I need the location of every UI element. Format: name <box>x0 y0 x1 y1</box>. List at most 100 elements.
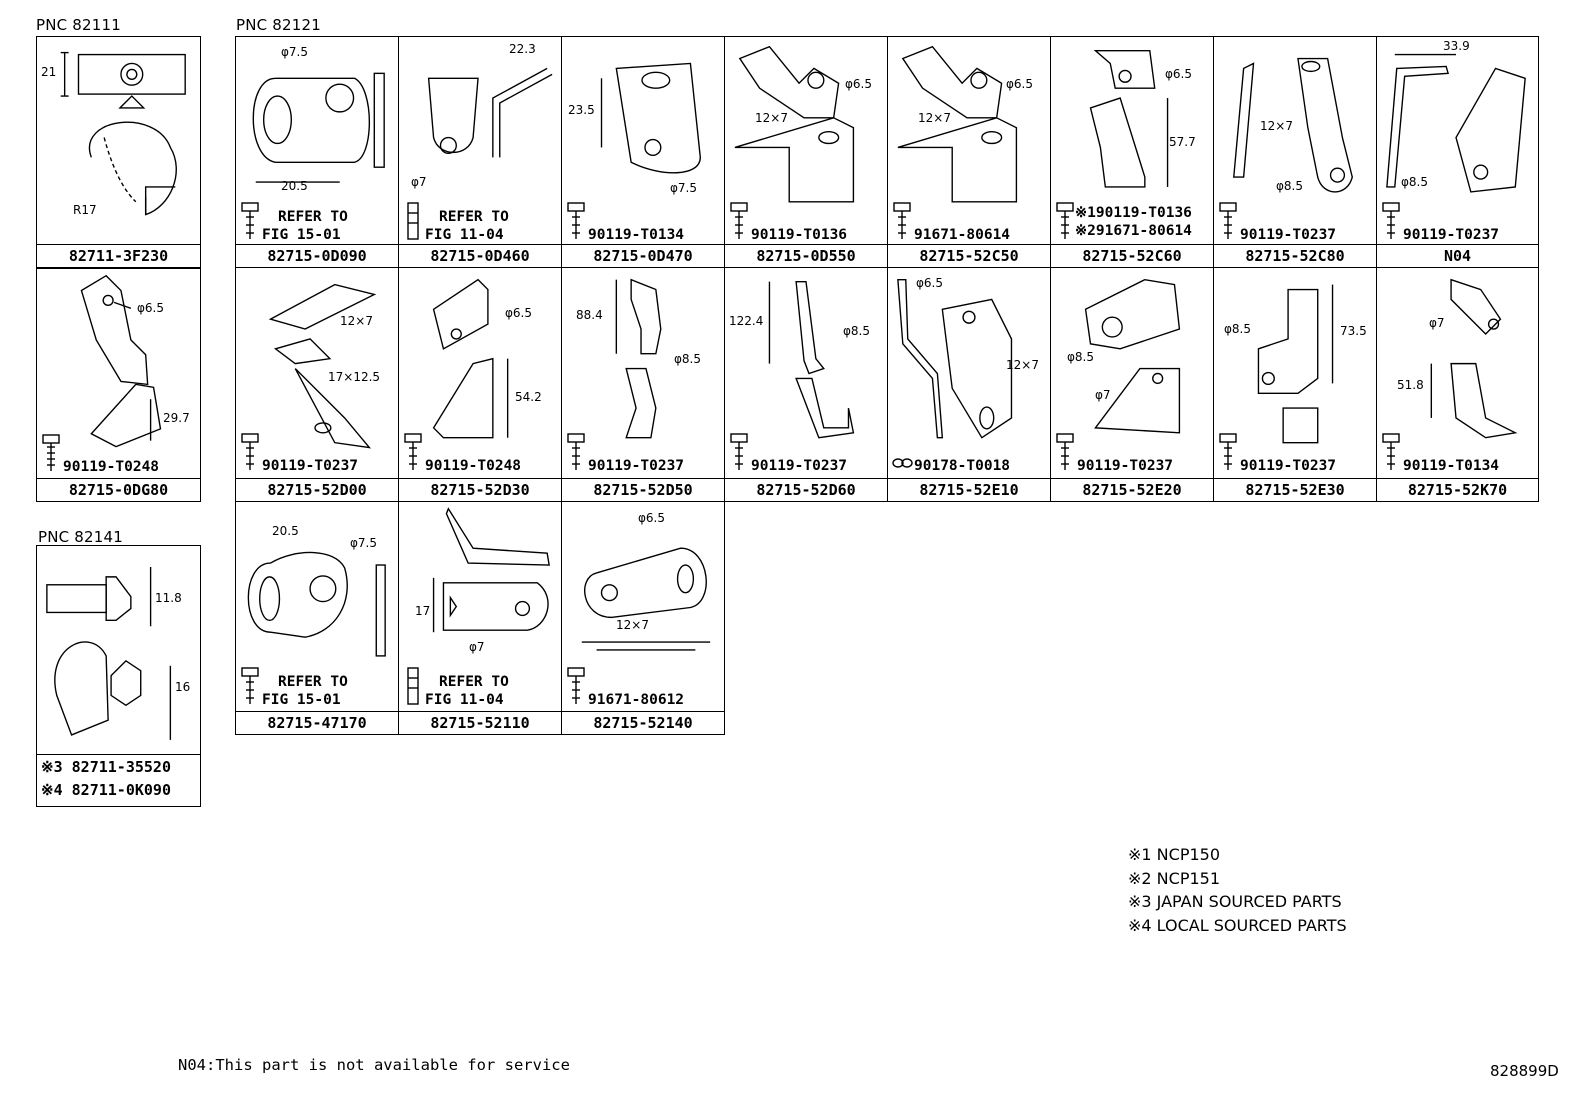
note-ncp150: ※1 NCP150 <box>1128 845 1220 864</box>
part-cell-82715-47170[interactable]: 20.5 φ7.5 REFER TO FIG 15-01 82715-47170 <box>235 501 399 735</box>
bolt-icon <box>1056 433 1074 470</box>
note-japan-sourced: ※3 JAPAN SOURCED PARTS <box>1128 892 1342 911</box>
part-number: 82715-52K70 <box>1377 478 1538 501</box>
part-number: 82715-52D30 <box>399 478 561 501</box>
dim-label: 20.5 <box>272 524 299 538</box>
dim-label: 73.5 <box>1340 324 1367 338</box>
pnc-82111-label: PNC 82111 <box>36 16 122 34</box>
part-cell-82715-52D30[interactable]: φ6.5 54.2 90119-T0248 82715-52D30 <box>398 267 562 502</box>
part-cell-82715-52E30[interactable]: φ8.5 73.5 90119-T0237 82715-52E30 <box>1213 267 1377 502</box>
bolt-part-number: 90119-T0134 <box>1403 458 1500 474</box>
note-ncp151: ※2 NCP151 <box>1128 868 1220 888</box>
dim-label: 12×7 <box>755 111 788 125</box>
part-cell-82715-52110[interactable]: 17 φ7 REFER TO FIG 11-04 82715-52110 <box>398 501 562 735</box>
part-cell-82715-52E20[interactable]: φ8.5 φ7 90119-T0237 82715-52E20 <box>1050 267 1214 502</box>
bolt-icon <box>1056 202 1074 239</box>
dim-label: 12×7 <box>1260 119 1293 133</box>
part-cell-82715-0D470[interactable]: 23.5 φ7.5 90119-T0134 82715-0D470 <box>561 36 725 268</box>
bracket-illustration <box>1051 268 1213 479</box>
grommet-illustration <box>37 546 200 751</box>
bolt-icon <box>893 202 911 239</box>
part-cell-82715-52140[interactable]: φ6.5 12×7 91671-80612 82715-52140 <box>561 501 725 735</box>
bolt-icon <box>1382 433 1400 470</box>
part-cell-82715-52D50[interactable]: 88.4 φ8.5 90119-T0237 82715-52D50 <box>561 267 725 502</box>
bolt-icon <box>567 433 585 470</box>
dim-label: 11.8 <box>155 591 182 605</box>
dim-label: 51.8 <box>1397 378 1424 392</box>
bolt-part-number: 90119-T0134 <box>588 227 685 243</box>
bracket-illustration <box>1377 268 1538 479</box>
part-cell-82715-0D090[interactable]: φ7.5 20.5 REFER TO FIG 15-01 82715-0D090 <box>235 36 399 268</box>
refer-to-figure[interactable]: FIG 11-04 <box>425 227 504 243</box>
dim-label: φ8.5 <box>1401 175 1428 189</box>
part-cell-82141[interactable]: 11.8 16 ※3 82711-35520 ※4 82711-0K090 <box>36 545 201 807</box>
dim-label: φ8.5 <box>674 352 701 366</box>
dim-label: φ8.5 <box>1276 179 1303 193</box>
dim-label: 12×7 <box>616 618 649 632</box>
part-number: 82715-52C80 <box>1214 244 1376 267</box>
refer-to-figure[interactable]: FIG 11-04 <box>425 692 504 708</box>
part-cell-82715-52C80[interactable]: 12×7 φ8.5 90119-T0237 82715-52C80 <box>1213 36 1377 268</box>
refer-to-figure[interactable]: FIG 15-01 <box>262 227 341 243</box>
part-cell-82715-52E10[interactable]: φ6.5 12×7 90178-T0018 82715-52E10 <box>887 267 1051 502</box>
dim-label: φ7 <box>1095 388 1111 402</box>
part-number: 82715-52E20 <box>1051 478 1213 501</box>
refer-to-label: REFER TO <box>439 674 509 690</box>
bracket-illustration <box>725 37 887 248</box>
bolt-part-number: 90119-T0237 <box>751 458 848 474</box>
dim-label: 17 <box>415 604 431 618</box>
dim-label: φ8.5 <box>1224 322 1251 336</box>
part-number: 82715-52E10 <box>888 478 1050 501</box>
part-number: 82715-52D60 <box>725 478 887 501</box>
part-cell-N04[interactable]: 33.9 φ8.5 90119-T0237 N04 <box>1376 36 1539 268</box>
bracket-illustration <box>399 37 561 248</box>
dim-label: φ7 <box>1429 316 1445 330</box>
dim-label: φ8.5 <box>843 324 870 338</box>
pnc-82121-label: PNC 82121 <box>236 16 322 34</box>
dim-label: φ8.5 <box>1067 350 1094 364</box>
source-part-japan: ※3 82711-35520 <box>37 754 200 779</box>
part-number: 82715-0D460 <box>399 244 561 267</box>
dim-label: φ6.5 <box>845 77 872 91</box>
bracket-illustration <box>562 502 724 713</box>
part-number: 82715-47170 <box>236 711 398 734</box>
part-number: 82715-0D550 <box>725 244 887 267</box>
bolt-icon <box>241 433 259 470</box>
part-cell-82715-0DG80[interactable]: φ6.5 29.7 90119-T0248 82715-0DG80 <box>36 268 201 502</box>
bolt-icon <box>407 202 419 240</box>
dim-label: 12×7 <box>1006 358 1039 372</box>
bracket-illustration <box>562 268 724 479</box>
bolt-part-number: 90119-T0237 <box>1077 458 1174 474</box>
refer-to-figure[interactable]: FIG 15-01 <box>262 692 341 708</box>
bolt-part-number: 90119-T0136 <box>751 227 848 243</box>
bolt-part-number-ncp151: ※291671-80614 <box>1075 223 1192 239</box>
part-number: 82715-52C60 <box>1051 244 1213 267</box>
bolt-icon <box>241 202 259 239</box>
bolt-part-number-ncp150: ※190119-T0136 <box>1075 205 1192 221</box>
part-cell-82715-0D550[interactable]: φ6.5 12×7 90119-T0136 82715-0D550 <box>724 36 888 268</box>
part-cell-82711-3F230[interactable]: 21 R17 82711-3F230 <box>36 36 201 268</box>
bolt-part-number: 90119-T0237 <box>262 458 359 474</box>
legend-notes: ※1 NCP150 ※2 NCP151 ※3 JAPAN SOURCED PAR… <box>1128 843 1347 937</box>
part-number: 82711-3F230 <box>37 244 200 267</box>
dim-label: 29.7 <box>163 411 190 425</box>
dim-label: φ6.5 <box>638 511 665 525</box>
bracket-illustration <box>236 37 398 248</box>
dim-label: 54.2 <box>515 390 542 404</box>
part-number: 82715-52D00 <box>236 478 398 501</box>
part-number: 82715-52D50 <box>562 478 724 501</box>
dim-label: 88.4 <box>576 308 603 322</box>
bracket-illustration <box>1214 268 1376 479</box>
part-cell-82715-52C60[interactable]: φ6.5 57.7 ※190119-T0136 ※291671-80614 82… <box>1050 36 1214 268</box>
dim-label: φ6.5 <box>137 301 164 315</box>
part-cell-82715-0D460[interactable]: 22.3 φ7 REFER TO FIG 11-04 82715-0D460 <box>398 36 562 268</box>
bolt-icon <box>42 434 60 471</box>
bracket-illustration <box>888 37 1050 248</box>
dim-label: 12×7 <box>340 314 373 328</box>
part-cell-82715-52C50[interactable]: φ6.5 12×7 91671-80614 82715-52C50 <box>887 36 1051 268</box>
dim-label: 33.9 <box>1443 39 1470 53</box>
part-cell-82715-52D60[interactable]: 122.4 φ8.5 90119-T0237 82715-52D60 <box>724 267 888 502</box>
part-cell-82715-52D00[interactable]: 12×7 17×12.5 90119-T0237 82715-52D00 <box>235 267 399 502</box>
part-cell-82715-52K70[interactable]: φ7 51.8 90119-T0134 82715-52K70 <box>1376 267 1539 502</box>
bracket-illustration <box>1051 37 1213 248</box>
